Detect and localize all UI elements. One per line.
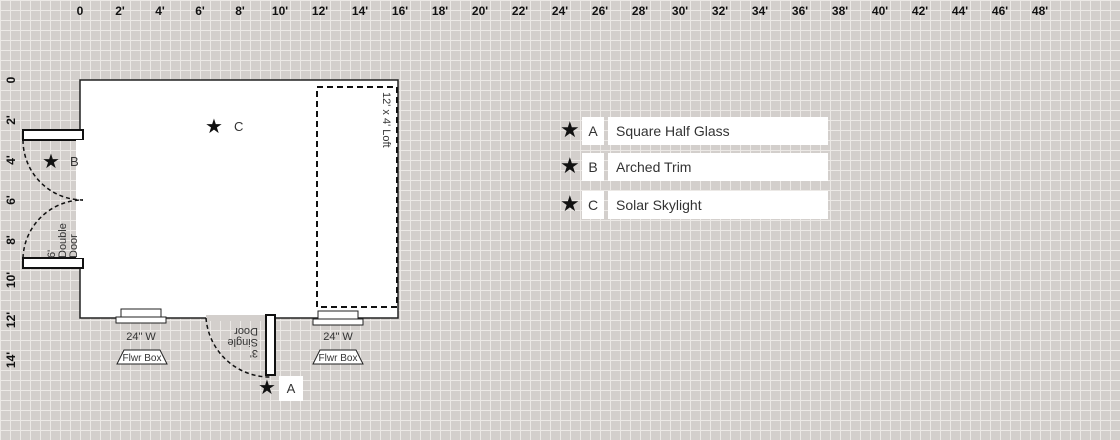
legend-name: Arched Trim xyxy=(608,153,828,181)
x-ruler-label: 46' xyxy=(992,4,1008,18)
x-ruler-label: 40' xyxy=(872,4,888,18)
marker-a-letter: A xyxy=(287,381,296,396)
flower-box-left-label: Flwr Box xyxy=(123,353,162,364)
legend-name: Square Half Glass xyxy=(608,117,828,145)
x-ruler-label: 14' xyxy=(352,4,368,18)
building-outline xyxy=(79,79,399,319)
x-ruler-label: 20' xyxy=(472,4,488,18)
marker-a-box xyxy=(279,376,303,401)
x-ruler-label: 8' xyxy=(235,4,245,18)
x-ruler-label: 28' xyxy=(632,4,648,18)
loft-area xyxy=(316,86,398,308)
svg-text:6': 6' xyxy=(46,250,58,258)
double-door-label: 6' Double Door xyxy=(46,223,80,258)
single-door-label: 3' Single Door xyxy=(227,325,258,359)
flower-box-right xyxy=(312,349,364,365)
svg-text:Double: Double xyxy=(57,223,69,258)
x-ruler-label: 4' xyxy=(155,4,165,18)
window-right-label: 24" W xyxy=(323,331,353,343)
svg-text:Single: Single xyxy=(227,336,258,348)
x-ruler-label: 16' xyxy=(392,4,408,18)
legend-letter: B xyxy=(582,153,604,181)
x-ruler-label: 12' xyxy=(312,4,328,18)
x-ruler-label: 6' xyxy=(195,4,205,18)
window-left xyxy=(115,316,167,324)
marker-b-letter: B xyxy=(70,154,79,169)
x-ruler: 0 2' 4' 6' 8' 10' 12' 14' 16' 18' 20' 22' 24' 26' 28' 3… xyxy=(77,4,1049,18)
x-ruler-label: 38' xyxy=(832,4,848,18)
door-swing-bottom xyxy=(22,199,84,259)
star-icon: ★ xyxy=(560,192,580,217)
y-ruler: 0 2' 4' 6' 8' 10' 12' 14' xyxy=(4,76,18,368)
star-icon-marker-a: ★ xyxy=(258,375,276,399)
loft-label: 12' x 4' Loft xyxy=(380,92,392,148)
y-ruler-label: 8' xyxy=(4,235,18,245)
x-ruler-label: 30' xyxy=(672,4,688,18)
window-left-label: 24" W xyxy=(126,331,156,343)
flower-box-left xyxy=(116,349,168,365)
window-left-sill xyxy=(120,308,162,318)
y-ruler-label: 6' xyxy=(4,195,18,205)
door-opening xyxy=(76,140,84,258)
window-right-sill xyxy=(317,310,359,320)
y-ruler-label: 10' xyxy=(4,272,18,288)
x-ruler-label: 34' xyxy=(752,4,768,18)
star-icon-marker-c: ★ xyxy=(205,114,223,138)
y-ruler-label: 14' xyxy=(4,352,18,368)
x-ruler-label: 2' xyxy=(115,4,125,18)
x-ruler-label: 26' xyxy=(592,4,608,18)
legend-letter: A xyxy=(582,117,604,145)
star-icon: ★ xyxy=(560,154,580,179)
y-ruler-label: 4' xyxy=(4,155,18,165)
legend-name: Solar Skylight xyxy=(608,191,828,219)
single-door-opening xyxy=(206,315,268,321)
y-ruler-label: 0 xyxy=(4,76,18,83)
marker-c-letter: C xyxy=(234,119,243,134)
x-ruler-label: 44' xyxy=(952,4,968,18)
legend-letter: C xyxy=(582,191,604,219)
single-door-leaf xyxy=(265,314,276,376)
x-ruler-label: 24' xyxy=(552,4,568,18)
svg-text:3': 3' xyxy=(250,347,258,359)
x-ruler-label: 32' xyxy=(712,4,728,18)
door-leaf-top xyxy=(22,129,84,141)
x-ruler-label: 48' xyxy=(1032,4,1048,18)
window-right xyxy=(312,318,364,326)
x-ruler-label: 18' xyxy=(432,4,448,18)
x-ruler-label: 22' xyxy=(512,4,528,18)
x-ruler-label: 10' xyxy=(272,4,288,18)
star-icon: ★ xyxy=(560,118,580,143)
x-ruler-label: 0 xyxy=(77,4,84,18)
y-ruler-label: 12' xyxy=(4,312,18,328)
svg-text:Door: Door xyxy=(68,234,80,258)
star-icon-marker-b: ★ xyxy=(42,149,60,173)
y-ruler-label: 2' xyxy=(4,115,18,125)
x-ruler-label: 36' xyxy=(792,4,808,18)
svg-text:Door: Door xyxy=(234,325,258,337)
x-ruler-label: 42' xyxy=(912,4,928,18)
flower-box-right-label: Flwr Box xyxy=(319,353,358,364)
door-leaf-bottom xyxy=(22,257,84,269)
